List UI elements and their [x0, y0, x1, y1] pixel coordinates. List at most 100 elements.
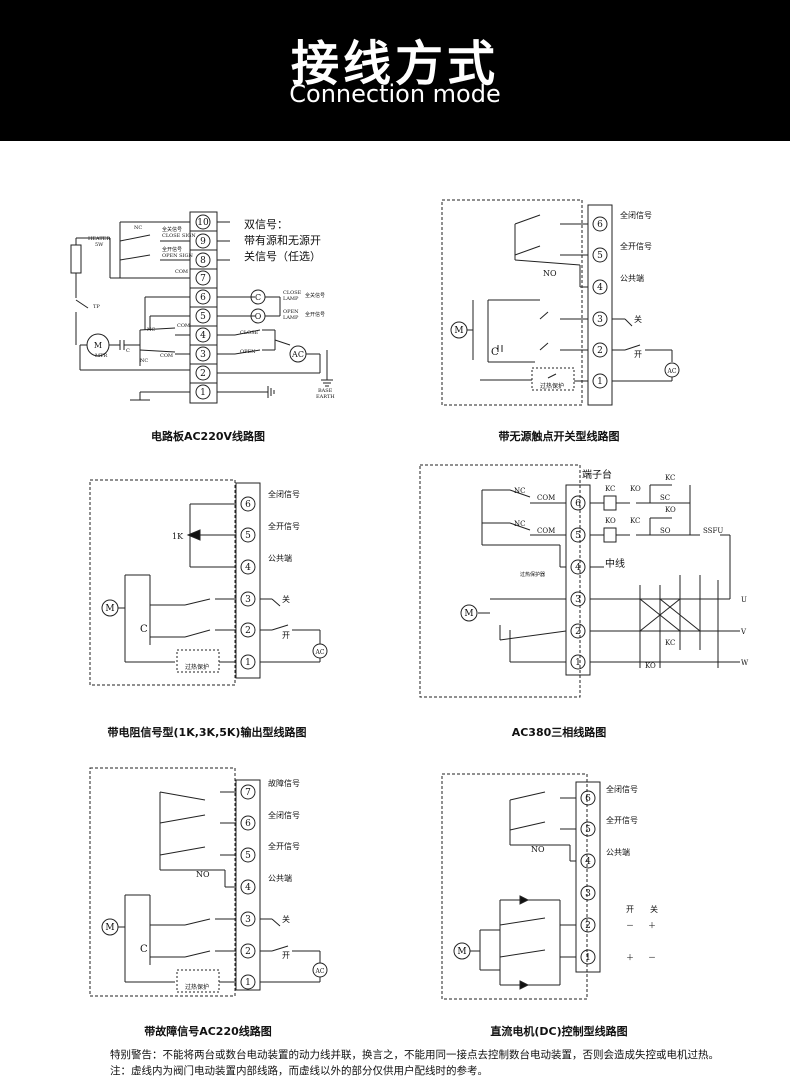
terminal-label: 4 [200, 331, 206, 341]
diagram-passive-contact-switch: 6 5 4 3 2 1 M AC 全闭信号 全开信号 公共端 关 开 NO C … [441, 199, 680, 406]
terminal-label: 4 [597, 283, 603, 293]
earth-label: EARTH [316, 394, 335, 400]
terminal-label: 5 [245, 851, 251, 861]
terminal-label: 3 [245, 915, 251, 925]
diagram-dc-motor: 6 5 4 3 2 1 M 全闭信号 全开信号 公共端 NO 开 关 － ＋ ＋… [441, 773, 658, 1000]
sc-label: SC [660, 494, 670, 502]
cap-label: C [491, 347, 499, 358]
close-label: CLOSE [240, 330, 259, 336]
cap-label: C [140, 624, 148, 635]
terminal-block-label: 端子台 [582, 468, 612, 481]
diagram-circuit-board-ac220v: 10 9 8 7 6 5 4 3 2 1 双信号： 带有源和无源开 关信号（任选… [70, 211, 335, 404]
ac-label: AC [315, 968, 325, 975]
terminal-label: 2 [245, 626, 251, 636]
terminal-label: 2 [575, 627, 581, 637]
page-header: 接线方式 Connection mode [0, 0, 790, 141]
common-label: 公共端 [268, 553, 292, 563]
heater-power: 5W [95, 242, 104, 248]
resistor-label: 1K [172, 532, 184, 541]
terminal-label: 4 [245, 883, 251, 893]
open-lamp-zh: 全开信号 [305, 311, 325, 318]
caption-d5: 带故障信号AC220线路图 [144, 1025, 272, 1038]
phase-w-label: W [741, 659, 749, 667]
open-lamp-label: OPEN [283, 309, 299, 315]
close-lamp-zh: 全关信号 [305, 292, 325, 299]
nc-label: NC [140, 358, 148, 364]
so-label: SO [660, 527, 671, 535]
lamp-c-label: C [255, 293, 261, 302]
ac-label: AC [315, 649, 325, 656]
terminal-label: 6 [597, 220, 603, 230]
close-label: 关 [282, 594, 290, 604]
terminal-label: 3 [585, 889, 591, 899]
open-sign-en: OPEN SIGN [162, 253, 193, 259]
no-label: NO [196, 870, 210, 879]
ac-label: AC [667, 368, 677, 375]
terminal-label: 2 [200, 369, 206, 379]
page-title: 接线方式 [290, 36, 499, 92]
phase-u-label: U [741, 596, 747, 604]
page-subtitle: Connection mode [289, 80, 501, 108]
t1-open-sign: ＋ [626, 953, 634, 962]
caption-d4: AC380三相线路图 [511, 726, 607, 739]
phase-v-label: V [740, 628, 747, 636]
caption-d1: 电路板AC220V线路图 [150, 430, 266, 443]
terminal-label: 2 [585, 921, 591, 931]
motor-label: M [94, 341, 102, 350]
terminal-label: 3 [200, 350, 206, 360]
lamp-o-label: O [255, 312, 262, 321]
terminal-label: 3 [575, 595, 581, 605]
close-lamp-label: CLOSE [283, 290, 302, 296]
diagram-ac380-three-phase: 6 5 4 3 2 1 M 端子台 中线 NC COM NC COM 过热保护器… [419, 464, 749, 698]
close-label: 关 [650, 904, 658, 914]
caption-d3: 带电阻信号型(1K,3K,5K)输出型线路图 [107, 726, 307, 739]
terminal-label: 5 [200, 312, 206, 322]
open-sign-zh: 全开信号 [162, 246, 182, 253]
base-label: BASE [318, 388, 333, 394]
open-label: 开 [634, 350, 642, 359]
terminal-label: 6 [585, 794, 591, 804]
motor-label: M [454, 326, 463, 336]
nc-label: NC [147, 327, 155, 333]
kc-label: KC [630, 517, 640, 525]
full-close-label: 全闭信号 [268, 489, 300, 499]
full-open-label: 全开信号 [606, 815, 638, 825]
open-label: 开 [282, 951, 290, 960]
ko-label: KO [665, 506, 676, 514]
close-label: 关 [634, 314, 642, 324]
t1-close-sign: － [648, 953, 656, 962]
close-lamp-label-2: LAMP [283, 296, 299, 302]
terminal-label: 5 [597, 251, 603, 261]
close-sign-en: CLOSE SIGN [162, 233, 196, 239]
kc-label: KC [665, 474, 675, 482]
com-label: COM [537, 494, 555, 502]
tp-label: TP [93, 304, 100, 310]
terminal-label: 7 [245, 788, 251, 798]
full-open-label: 全开信号 [620, 241, 652, 251]
ko-label: KO [605, 517, 616, 525]
full-close-label: 全闭信号 [620, 210, 652, 220]
terminal-label: 1 [245, 978, 251, 988]
diagram-resistor-signal: 6 5 4 3 2 1 M AC 全闭信号 全开信号 公共端 1K 关 开 C … [89, 479, 328, 686]
common-label: 公共端 [620, 273, 644, 283]
terminal-label: 3 [597, 315, 603, 325]
protect-label: 过热保护 [540, 382, 564, 390]
motor-label: M [464, 609, 473, 619]
full-close-label: 全闭信号 [268, 810, 300, 820]
com-label: COM [175, 269, 188, 275]
full-close-label: 全闭信号 [606, 784, 638, 794]
open-label: 开 [626, 905, 634, 914]
kc-label: KC [605, 485, 615, 493]
nc-label: NC [514, 520, 525, 528]
terminal-label: 6 [245, 819, 251, 829]
signal-note-line: 双信号： [244, 218, 288, 231]
terminal-label: 1 [200, 388, 206, 398]
close-label: 关 [282, 914, 290, 924]
terminal-label: 5 [245, 531, 251, 541]
protect-label: 过热保护器 [520, 571, 545, 578]
kc-label: KC [665, 639, 675, 647]
terminal-label: 9 [200, 237, 206, 247]
ko-label: KO [630, 485, 641, 493]
terminal-label: 1 [245, 658, 251, 668]
motor-label: M [105, 923, 114, 933]
